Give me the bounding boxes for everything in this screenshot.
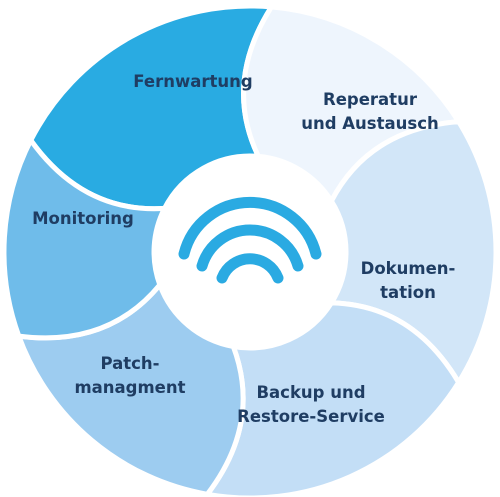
segment-label-line: Backup und [256, 383, 365, 402]
segment-label-patchmanagment: Patch-managment [74, 354, 185, 397]
segment-label-line: Fernwartung [133, 72, 252, 91]
segment-label-fernwartung: Fernwartung [133, 72, 252, 91]
segment-reperatur[interactable] [241, 4, 462, 204]
wifi-wave-outer [178, 196, 322, 260]
wifi-wave-middle [196, 224, 304, 272]
wifi-wave-inner [216, 253, 284, 284]
segment-label-reperatur: Reperatur und Austausch [301, 90, 439, 133]
segment-label-line: Restore-Service [237, 407, 385, 426]
segment-label-line: Dokumen- [361, 259, 456, 278]
segment-label-line: tation [380, 283, 436, 302]
segment-label-dokumentation: Dokumen-tation [361, 259, 456, 302]
segment-label-line: managment [74, 378, 185, 397]
segment-label-line: Patch- [100, 354, 159, 373]
wifi-signal-icon [178, 196, 322, 284]
segment-backup[interactable] [204, 300, 462, 497]
segment-label-line: Monitoring [32, 209, 134, 228]
segment-label-line: und Austausch [301, 114, 439, 133]
segment-monitoring[interactable] [1, 137, 167, 341]
segment-dokumentation[interactable] [328, 119, 499, 385]
segment-label-monitoring: Monitoring [32, 209, 134, 228]
center-hub [156, 158, 344, 346]
segment-label-line: Reperatur [323, 90, 418, 109]
segments-layer [1, 3, 499, 497]
